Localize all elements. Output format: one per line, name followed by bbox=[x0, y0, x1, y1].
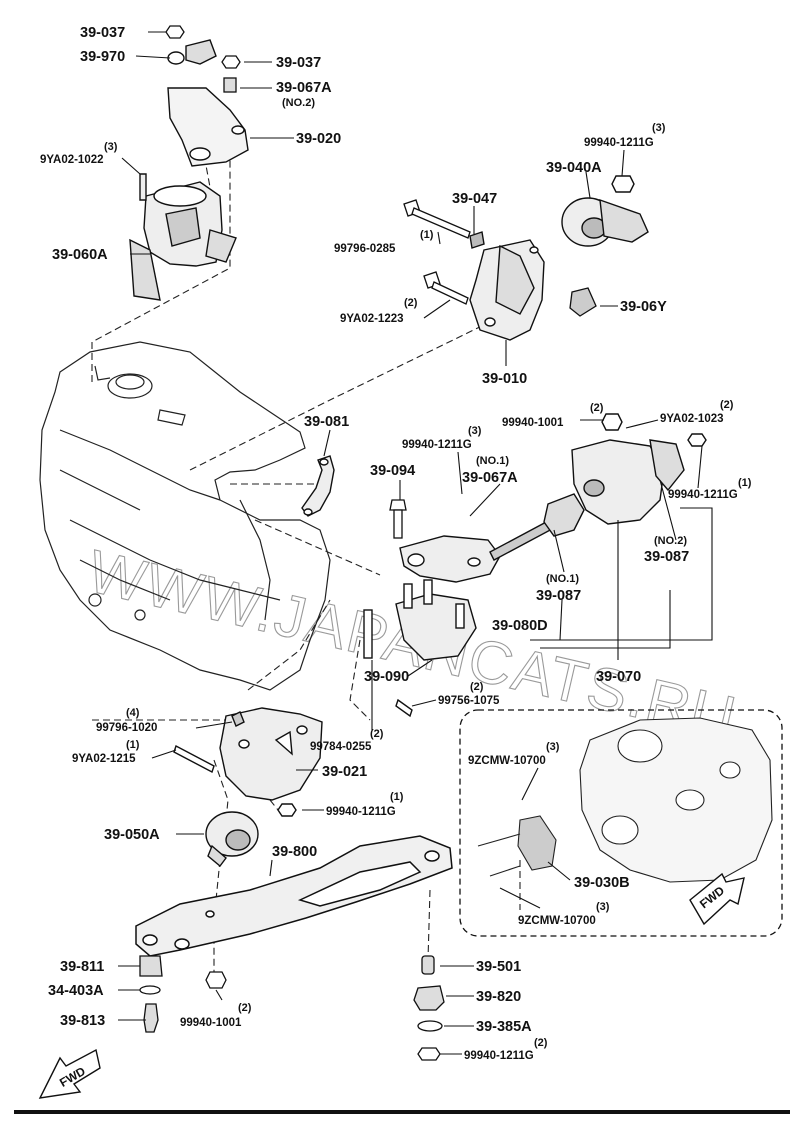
label-99756-1075: 99756-1075 bbox=[438, 695, 500, 707]
qty-99940-1211g-c: (1) bbox=[738, 477, 752, 489]
qty-9zcmw-10700-b: (3) bbox=[596, 901, 610, 913]
part-39-040a-mount bbox=[561, 175, 649, 247]
qty-99796-0285: (1) bbox=[420, 229, 434, 241]
part-39-037-nuts bbox=[165, 25, 241, 93]
label-39-501: 39-501 bbox=[476, 959, 521, 975]
bolts-upper bbox=[403, 199, 471, 305]
label-39-037-top: 39-037 bbox=[80, 25, 125, 41]
label-9zcmw-10700-a: 9ZCMW-10700 bbox=[468, 755, 546, 767]
label-no1-b: (NO.1) bbox=[546, 573, 579, 585]
qty-99756-1075: (2) bbox=[470, 681, 484, 693]
qty-9zcmw-10700-a: (3) bbox=[546, 741, 560, 753]
lower-left-parts bbox=[139, 955, 227, 1033]
label-39-094: 39-094 bbox=[370, 463, 415, 479]
label-9zcmw-10700-b: 9ZCMW-10700 bbox=[518, 915, 596, 927]
qty-9ya02-1022: (3) bbox=[104, 141, 118, 153]
label-39-06y: 39-06Y bbox=[620, 299, 667, 315]
label-99940-1001-a: 99940-1001 bbox=[502, 417, 564, 429]
label-39-010: 39-010 bbox=[482, 371, 527, 387]
label-39-067a-no1: 39-067A bbox=[462, 470, 518, 486]
label-no2-a: (NO.2) bbox=[282, 97, 315, 109]
label-39-087-no2: 39-087 bbox=[644, 549, 689, 565]
label-39-800: 39-800 bbox=[272, 844, 317, 860]
label-39-385a: 39-385A bbox=[476, 1019, 532, 1035]
qty-99796-1020: (4) bbox=[126, 707, 140, 719]
part-39-070-mount bbox=[571, 413, 707, 525]
part-39-800-crossmember bbox=[135, 835, 453, 957]
label-99796-1020: 99796-1020 bbox=[96, 722, 157, 734]
part-39-094-bolt bbox=[389, 499, 407, 539]
inset-detail-frame bbox=[459, 709, 783, 937]
label-9ya02-1022: 9YA02-1022 bbox=[40, 154, 104, 166]
label-39-820: 39-820 bbox=[476, 989, 521, 1005]
lower-right-parts bbox=[413, 955, 445, 1061]
label-no2-b: (NO.2) bbox=[654, 535, 687, 547]
qty-99940-1001-a: (2) bbox=[590, 402, 604, 414]
label-9ya02-1215: 9YA02-1215 bbox=[72, 753, 136, 765]
qty-99940-1211g-b: (3) bbox=[468, 425, 482, 437]
label-39-030b: 39-030B bbox=[574, 875, 630, 891]
label-99796-0285: 99796-0285 bbox=[334, 243, 396, 255]
label-no1-a: (NO.1) bbox=[476, 455, 509, 467]
qty-99940-1211g-d: (1) bbox=[390, 791, 404, 803]
label-39-021: 39-021 bbox=[322, 764, 367, 780]
label-39-087-no1: 39-087 bbox=[536, 588, 581, 604]
label-39-080d: 39-080D bbox=[492, 618, 548, 634]
label-39-047: 39-047 bbox=[452, 191, 497, 207]
label-leader-lines bbox=[118, 31, 713, 1055]
inset-fwd-arrow: FWD bbox=[689, 872, 745, 926]
label-39-050a: 39-050A bbox=[104, 827, 160, 843]
qty-9ya02-1215: (1) bbox=[126, 739, 140, 751]
part-39-010-bracket bbox=[469, 231, 545, 341]
part-39-970-stopper bbox=[167, 39, 217, 65]
part-39-060a-engine-mount bbox=[129, 173, 237, 301]
part-39-06y-stopper bbox=[569, 287, 597, 317]
label-9ya02-1223: 9YA02-1223 bbox=[340, 313, 404, 325]
part-number-labels: 39-037 39-970 39-037 39-067A (NO.2) 39-0… bbox=[40, 25, 752, 1062]
qty-9ya02-1023: (2) bbox=[720, 399, 734, 411]
label-39-040a: 39-040A bbox=[546, 160, 602, 176]
part-39-080d-mount bbox=[399, 493, 585, 583]
label-99940-1211g-a: 99940-1211G bbox=[584, 137, 654, 149]
label-39-067a-no2: 39-067A bbox=[276, 80, 332, 96]
qty-99940-1211g-a: (3) bbox=[652, 122, 666, 134]
label-39-037-right: 39-037 bbox=[276, 55, 321, 71]
label-39-970: 39-970 bbox=[80, 49, 125, 65]
part-39-021-bracket bbox=[173, 698, 413, 801]
label-99784-0255: 99784-0255 bbox=[310, 741, 372, 753]
label-39-070: 39-070 bbox=[596, 669, 641, 685]
label-99940-1211g-e: 99940-1211G bbox=[464, 1050, 534, 1062]
part-39-020-bracket bbox=[167, 87, 249, 167]
engine-block-outline bbox=[39, 341, 331, 691]
label-9ya02-1023: 9YA02-1023 bbox=[660, 413, 724, 425]
label-39-060a: 39-060A bbox=[52, 247, 108, 263]
label-39-811: 39-811 bbox=[60, 959, 104, 975]
qty-99940-1211g-e: (2) bbox=[534, 1037, 548, 1049]
label-99940-1211g-c: 99940-1211G bbox=[668, 489, 738, 501]
part-39-081-bracket bbox=[301, 455, 335, 517]
label-99940-1211g-d: 99940-1211G bbox=[326, 806, 396, 818]
label-34-403a: 34-403A bbox=[48, 983, 104, 999]
qty-9ya02-1223: (2) bbox=[404, 297, 418, 309]
label-39-090: 39-090 bbox=[364, 669, 409, 685]
qty-99784-0255: (2) bbox=[370, 728, 384, 740]
label-99940-1211g-b: 99940-1211G bbox=[402, 439, 472, 451]
fwd-arrow-bottom: FWD bbox=[38, 1048, 101, 1099]
label-39-813: 39-813 bbox=[60, 1013, 105, 1029]
label-39-081: 39-081 bbox=[304, 414, 349, 430]
part-39-050a-mount bbox=[205, 803, 297, 868]
label-39-020: 39-020 bbox=[296, 131, 341, 147]
qty-99940-1001-b: (2) bbox=[238, 1002, 252, 1014]
inset-transmission-drawing bbox=[477, 717, 773, 883]
part-39-090-base bbox=[363, 579, 477, 661]
label-99940-1001-b: 99940-1001 bbox=[180, 1017, 242, 1029]
